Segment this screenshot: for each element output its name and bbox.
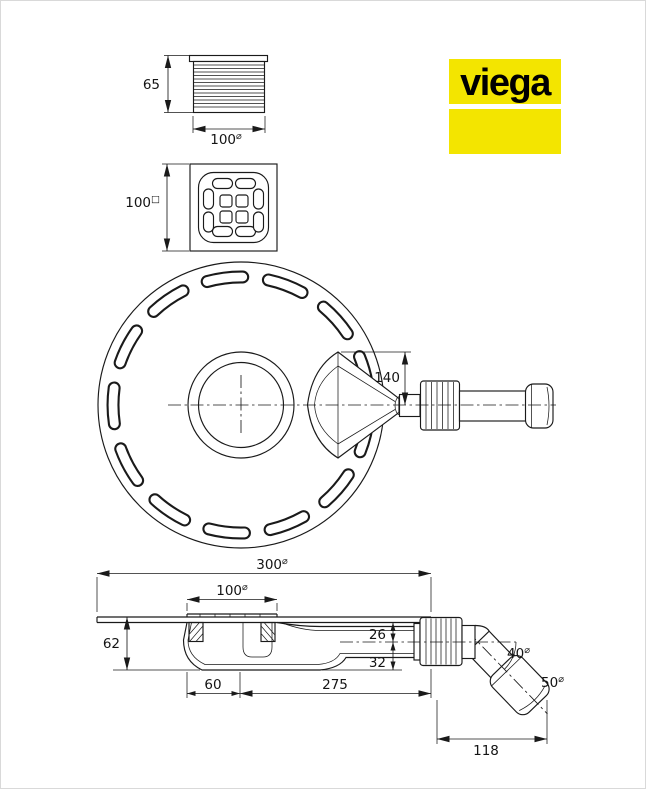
dimension-flange-diameter: 300⌀	[96, 556, 432, 612]
dimension-grate-size: 100□	[125, 163, 189, 252]
outlet-angle-arc	[504, 641, 517, 670]
dimension-pipe-diameters: 40⌀ 50⌀	[507, 645, 564, 691]
dim-label-100-diameter-top: 100⌀	[210, 131, 242, 148]
dimension-frame-diameter: 100⌀	[192, 116, 266, 148]
dimension-outlet-offset: 140	[341, 351, 411, 405]
dimension-bottom-lengths: 60 275	[186, 669, 432, 698]
drain-body-section	[182, 621, 420, 671]
dimension-outlet-depths: 26 32	[322, 622, 402, 671]
dim-label-140: 140	[374, 370, 400, 386]
grate-frame-walls	[188, 621, 276, 643]
outlet-bend-section	[413, 616, 550, 716]
dim-label-40-diameter: 40⌀	[507, 645, 530, 662]
frame-side-view	[188, 54, 269, 114]
dim-label-118: 118	[473, 743, 499, 759]
dim-label-50-diameter: 50⌀	[541, 674, 564, 691]
dim-label-100-square: 100□	[125, 194, 160, 211]
dim-label-26: 26	[369, 627, 386, 643]
dim-label-275: 275	[322, 677, 348, 693]
dim-label-65: 65	[143, 77, 160, 93]
dimension-projection: 118	[436, 700, 548, 759]
viega-logo: viega	[449, 59, 561, 154]
dim-label-60: 60	[204, 677, 221, 693]
dim-label-62: 62	[103, 636, 120, 652]
dim-label-300-diameter: 300⌀	[256, 556, 288, 573]
outlet-pipe-top	[394, 380, 554, 431]
dimension-grate-diameter: 100⌀	[186, 582, 278, 611]
logo-wordmark: viega	[460, 62, 552, 104]
logo-box-top	[449, 59, 561, 104]
dim-label-100-diameter: 100⌀	[216, 582, 248, 599]
dimension-frame-height: 65	[143, 55, 193, 113]
section-view: 300⌀ 100⌀ 62 26 32	[96, 556, 564, 759]
flange-top-view	[97, 261, 556, 549]
outlet-socket-top	[524, 383, 554, 429]
grate-top-view	[189, 163, 278, 252]
logo-box-bottom	[449, 109, 561, 154]
grate-slot-pattern	[202, 177, 265, 238]
dim-label-32: 32	[369, 655, 386, 671]
dimension-height: 62	[103, 617, 200, 671]
flange-plate-section	[96, 613, 432, 643]
